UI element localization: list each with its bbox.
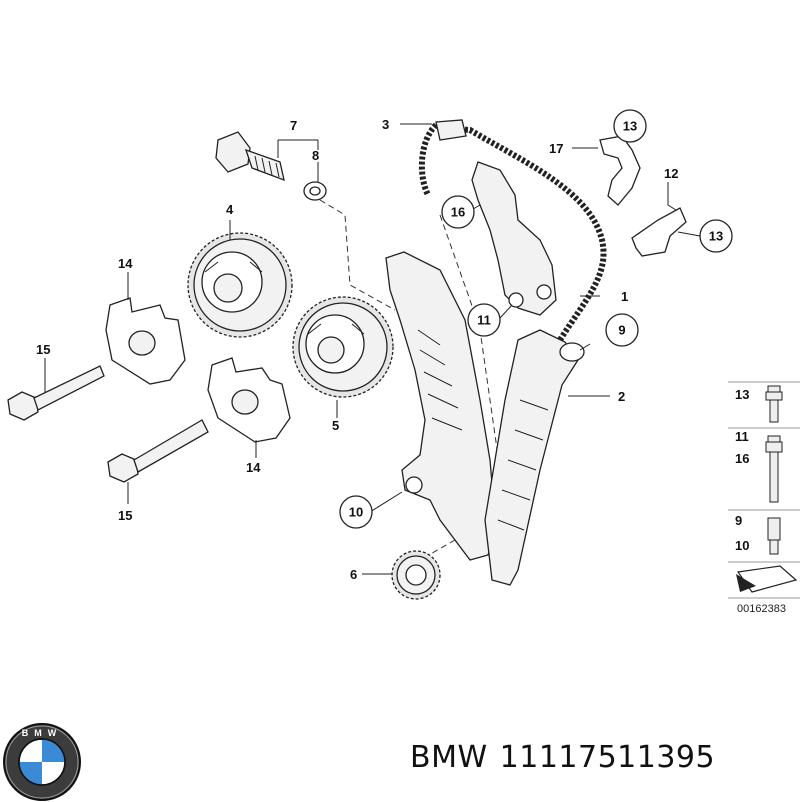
guide-rail	[484, 329, 585, 586]
legend-16: 16	[735, 451, 749, 466]
svg-text:13: 13	[709, 229, 723, 244]
crankshaft-sprocket	[391, 550, 441, 600]
callout-13-upper: 13	[613, 109, 647, 143]
callout-7: 7	[290, 118, 297, 133]
trigger-wheel-lower	[207, 357, 291, 443]
tensioner-rail	[385, 251, 497, 561]
sealing-washer	[303, 181, 327, 201]
callout-15-upper: 15	[36, 342, 50, 357]
legend-13: 13	[735, 387, 749, 402]
callout-4: 4	[226, 202, 234, 217]
callout-labels: 7 8 3 17 12 1 2 4 5 14 14 15 15 6	[36, 117, 678, 582]
svg-text:11: 11	[477, 313, 491, 328]
callout-2: 2	[618, 389, 625, 404]
callout-11: 11	[467, 303, 501, 337]
callout-9: 9	[605, 313, 639, 347]
part-number: 11117511395	[499, 740, 716, 775]
logo-letters: BMW	[22, 728, 63, 738]
camshaft-bolt	[215, 131, 285, 182]
upper-chain-guide	[471, 161, 557, 316]
callout-8: 8	[312, 148, 319, 163]
trigger-wheel-bolt-lower	[107, 419, 209, 483]
svg-text:9: 9	[618, 323, 625, 338]
callout-15-lower: 15	[118, 508, 132, 523]
callout-3: 3	[382, 117, 389, 132]
callout-12: 12	[664, 166, 678, 181]
legend-11: 11	[735, 429, 749, 444]
short-bolt-icon	[765, 385, 783, 423]
part-caption: BMW 11117511395	[410, 740, 727, 775]
svg-text:16: 16	[451, 205, 465, 220]
callout-13-lower: 13	[699, 219, 733, 253]
logo-quadrant-blue-1	[42, 739, 65, 762]
brand-name: BMW	[410, 740, 488, 775]
circled-callouts: 13 13 16 11 9 10	[339, 109, 733, 529]
trigger-wheel-upper	[105, 297, 186, 385]
sleeve-icon	[767, 517, 781, 555]
long-bolt-icon	[765, 435, 783, 503]
bracket-12	[631, 207, 687, 257]
legend-9: 9	[735, 513, 742, 528]
callout-14-lower: 14	[246, 460, 261, 475]
arrow-icon	[736, 565, 798, 593]
callout-5: 5	[332, 418, 339, 433]
trigger-wheel-bolt-upper	[7, 365, 105, 421]
camshaft-adjuster-upper	[187, 232, 293, 338]
callout-1: 1	[621, 289, 628, 304]
timing-chain	[418, 119, 607, 342]
callout-10: 10	[339, 495, 373, 529]
svg-text:13: 13	[623, 119, 637, 134]
leader-lines	[44, 123, 701, 575]
bracket-17	[599, 135, 641, 206]
drawing-code: 00162383	[737, 603, 786, 615]
bmw-logo: BMW	[3, 723, 81, 801]
logo-quadrant-blue-2	[19, 762, 42, 785]
fastener-legend: 13 11 16 9 10 00162383	[728, 381, 800, 615]
svg-text:10: 10	[349, 505, 363, 520]
callout-16: 16	[441, 195, 475, 229]
callout-14-upper: 14	[118, 256, 133, 271]
legend-10: 10	[735, 538, 749, 553]
camshaft-adjuster-lower	[292, 296, 394, 398]
callout-17: 17	[549, 141, 563, 156]
callout-6: 6	[350, 567, 357, 582]
